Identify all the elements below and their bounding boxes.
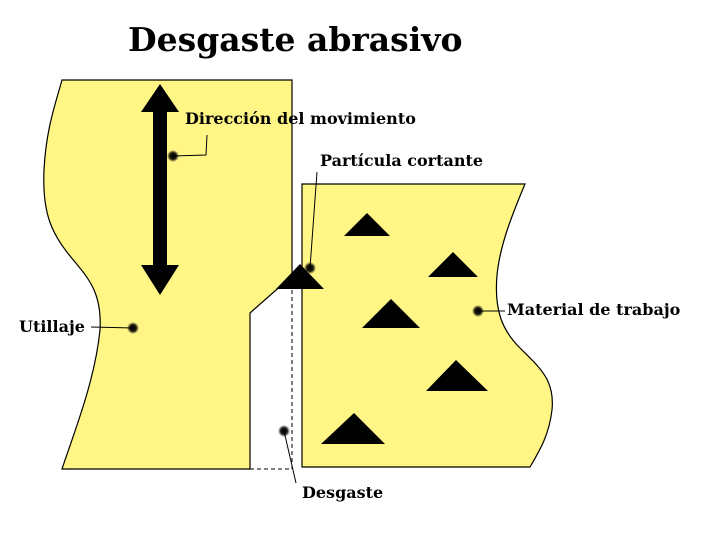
particle-label: Partícula cortante bbox=[320, 151, 483, 170]
diagram-title: Desgaste abrasivo bbox=[128, 20, 462, 59]
wear-outline bbox=[250, 290, 293, 470]
wear-callout: Desgaste bbox=[278, 425, 383, 502]
abrasive-particle-icon bbox=[362, 299, 420, 328]
abrasive-particle-icon bbox=[428, 252, 478, 277]
abrasive-particle-icon bbox=[321, 413, 385, 444]
abrasive-particle-icon bbox=[344, 213, 390, 236]
workpiece-callout: Material de trabajo bbox=[472, 300, 681, 319]
workpiece-shape bbox=[301, 183, 553, 468]
cutting-particle-icon bbox=[276, 264, 324, 289]
direction-label: Dirección del movimiento bbox=[185, 109, 416, 128]
abrasive-particle-icon bbox=[426, 360, 488, 391]
workpiece-label: Material de trabajo bbox=[507, 300, 681, 319]
tool-callout: Utillaje bbox=[19, 317, 139, 336]
wear-label: Desgaste bbox=[302, 483, 383, 502]
direction-callout: Dirección del movimiento bbox=[167, 109, 416, 162]
tool-label: Utillaje bbox=[19, 317, 85, 336]
movement-arrow-icon bbox=[141, 84, 179, 295]
particle-callout: Partícula cortante bbox=[304, 151, 483, 274]
